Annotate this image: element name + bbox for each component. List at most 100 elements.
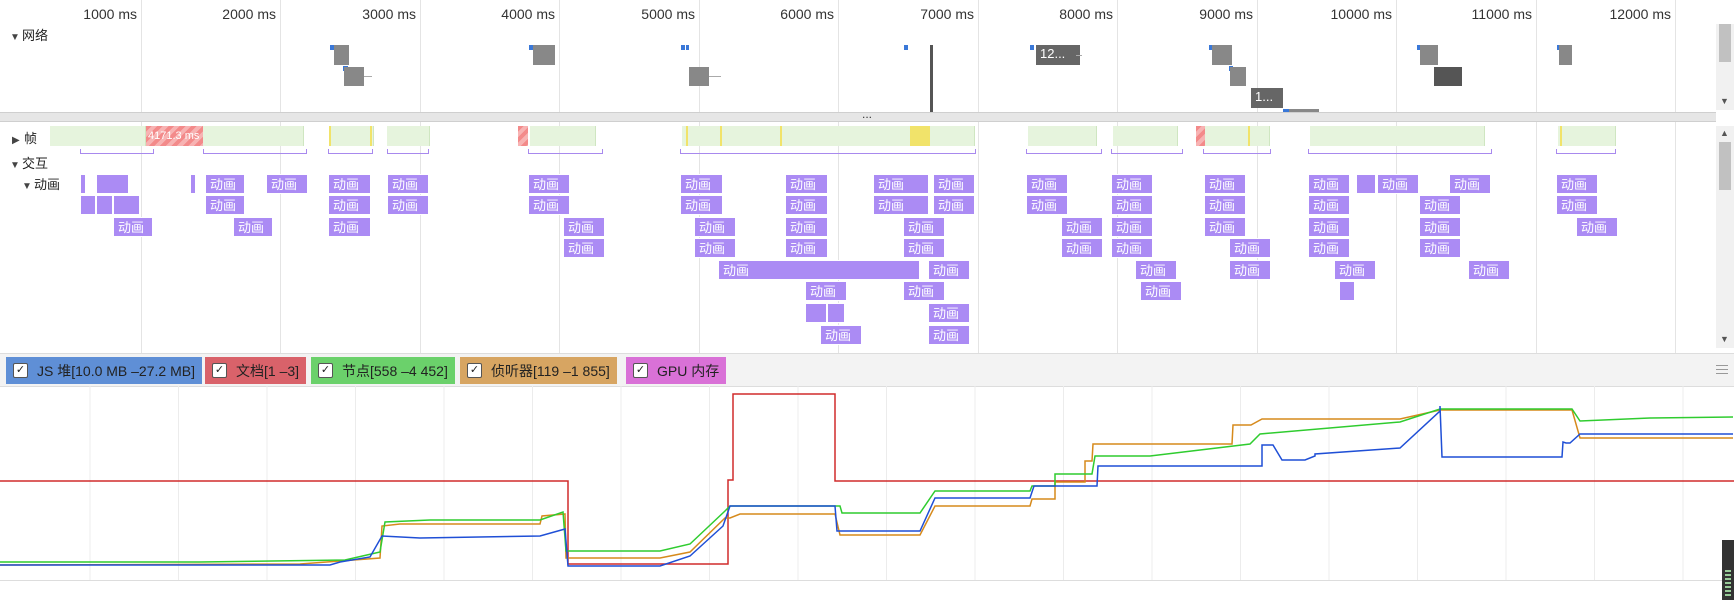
network-request[interactable] bbox=[330, 45, 334, 50]
animation-block[interactable] bbox=[96, 174, 129, 194]
animation-block[interactable]: 动画 bbox=[1449, 174, 1491, 194]
animation-block[interactable]: 动画 bbox=[1135, 260, 1177, 280]
animation-block[interactable]: 动画 bbox=[1308, 217, 1350, 237]
animation-block[interactable]: 动画 bbox=[387, 174, 429, 194]
animation-block[interactable] bbox=[80, 195, 96, 215]
animation-block[interactable]: 动画 bbox=[233, 217, 273, 237]
animation-block[interactable]: 动画 bbox=[785, 174, 828, 194]
animation-block[interactable]: 动画 bbox=[718, 260, 920, 280]
animation-block[interactable]: 动画 bbox=[205, 174, 245, 194]
animation-block[interactable]: 动画 bbox=[387, 195, 429, 215]
track-interactions[interactable]: ▼交互 bbox=[10, 156, 49, 171]
counter-documents[interactable]: ✓文档[1 –3] bbox=[205, 357, 307, 384]
scroll-down-arrow-icon[interactable]: ▼ bbox=[1720, 334, 1729, 344]
interactions-scrollbar[interactable]: ▲ ▼ bbox=[1716, 126, 1734, 348]
network-request[interactable] bbox=[1559, 45, 1572, 65]
animation-block[interactable] bbox=[1339, 281, 1355, 301]
frame-segment[interactable] bbox=[50, 126, 146, 146]
frame-segment[interactable] bbox=[1310, 126, 1485, 146]
frame-segment[interactable] bbox=[330, 126, 374, 146]
network-request[interactable] bbox=[344, 67, 364, 86]
animation-block[interactable]: 动画 bbox=[785, 217, 828, 237]
network-request[interactable] bbox=[904, 45, 908, 50]
animation-block[interactable]: 动画 bbox=[563, 217, 605, 237]
animation-block[interactable]: 动画 bbox=[1377, 174, 1419, 194]
track-frames[interactable]: ▶帧 bbox=[12, 131, 38, 146]
frame-segment[interactable] bbox=[530, 126, 596, 146]
animation-block[interactable]: 动画 bbox=[903, 217, 945, 237]
animation-block[interactable]: 动画 bbox=[1334, 260, 1376, 280]
checkbox-checked-icon[interactable]: ✓ bbox=[13, 363, 28, 378]
network-request[interactable] bbox=[1283, 109, 1289, 113]
animation-block[interactable]: 动画 bbox=[528, 174, 570, 194]
animation-block[interactable]: 动画 bbox=[873, 174, 929, 194]
animation-block[interactable]: 动画 bbox=[785, 195, 828, 215]
animation-block[interactable]: 动画 bbox=[328, 195, 371, 215]
animation-block[interactable]: 动画 bbox=[1140, 281, 1182, 301]
frame-segment[interactable] bbox=[1028, 126, 1097, 146]
menu-icon[interactable] bbox=[1716, 362, 1728, 377]
animation-block[interactable]: 动画 bbox=[1468, 260, 1510, 280]
animation-block[interactable] bbox=[96, 195, 113, 215]
animation-block[interactable]: 动画 bbox=[1556, 195, 1598, 215]
animation-block[interactable]: 动画 bbox=[1308, 174, 1350, 194]
scroll-down-arrow-icon[interactable]: ▼ bbox=[1720, 96, 1729, 106]
animation-block[interactable]: 动画 bbox=[1229, 260, 1271, 280]
animation-block[interactable]: 动画 bbox=[1111, 174, 1153, 194]
track-network[interactable]: ▼网络 bbox=[10, 28, 49, 43]
animation-block[interactable] bbox=[1356, 174, 1376, 194]
animation-block[interactable]: 动画 bbox=[805, 281, 847, 301]
animation-block[interactable]: 动画 bbox=[928, 325, 970, 345]
counter-nodes[interactable]: ✓节点[558 –4 452] bbox=[311, 357, 455, 384]
frame-long[interactable]: 4171.3 ms bbox=[146, 126, 204, 146]
splitter-grip[interactable]: ... bbox=[862, 107, 873, 121]
animation-block[interactable]: 动画 bbox=[528, 195, 570, 215]
animation-block[interactable]: 动画 bbox=[205, 195, 245, 215]
interactions-scroll-thumb[interactable] bbox=[1719, 142, 1731, 190]
network-request[interactable] bbox=[930, 45, 933, 113]
track-animations[interactable]: ▼动画 bbox=[22, 177, 61, 192]
frame-segment[interactable] bbox=[1113, 126, 1178, 146]
animation-block[interactable]: 动画 bbox=[1419, 195, 1461, 215]
frame-segment[interactable] bbox=[387, 126, 430, 146]
counter-gpu-memory[interactable]: ✓GPU 内存 bbox=[626, 357, 727, 384]
frame-segment[interactable] bbox=[1558, 126, 1616, 146]
network-request[interactable] bbox=[681, 45, 685, 50]
animation-block[interactable]: 动画 bbox=[1026, 174, 1068, 194]
animation-block[interactable]: 动画 bbox=[933, 195, 975, 215]
counter-js-heap[interactable]: ✓JS 堆[10.0 MB –27.2 MB] bbox=[6, 357, 202, 384]
frame-long[interactable] bbox=[518, 126, 528, 146]
network-scrollbar[interactable]: ▼ bbox=[1716, 24, 1734, 110]
animation-block[interactable]: 动画 bbox=[1204, 195, 1246, 215]
animation-block[interactable]: 动画 bbox=[1061, 217, 1103, 237]
animation-block[interactable]: 动画 bbox=[680, 195, 723, 215]
animation-block[interactable]: 动画 bbox=[1026, 195, 1068, 215]
scroll-up-arrow-icon[interactable]: ▲ bbox=[1720, 128, 1729, 138]
animation-block[interactable]: 动画 bbox=[903, 238, 945, 258]
animation-block[interactable]: 动画 bbox=[1556, 174, 1598, 194]
animation-block[interactable]: 动画 bbox=[1229, 238, 1271, 258]
animation-block[interactable]: 动画 bbox=[1308, 195, 1350, 215]
animation-block[interactable]: 动画 bbox=[1111, 195, 1153, 215]
checkbox-checked-icon[interactable]: ✓ bbox=[318, 363, 333, 378]
checkbox-checked-icon[interactable]: ✓ bbox=[212, 363, 227, 378]
track-splitter[interactable]: ... bbox=[0, 107, 1716, 122]
animation-block[interactable]: 动画 bbox=[928, 303, 970, 323]
animation-block[interactable]: 动画 bbox=[1576, 217, 1618, 237]
animation-block[interactable] bbox=[805, 303, 827, 323]
animation-block[interactable] bbox=[827, 303, 845, 323]
animation-block[interactable]: 动画 bbox=[1419, 238, 1461, 258]
animation-block[interactable]: 动画 bbox=[680, 174, 723, 194]
network-request-12[interactable]: 12... bbox=[1036, 45, 1080, 65]
animation-block[interactable]: 动画 bbox=[928, 260, 970, 280]
network-request[interactable] bbox=[686, 45, 689, 50]
network-scroll-thumb[interactable] bbox=[1719, 24, 1731, 62]
animation-block[interactable]: 动画 bbox=[694, 217, 736, 237]
animation-block[interactable]: 动画 bbox=[1419, 217, 1461, 237]
animation-block[interactable]: 动画 bbox=[1308, 238, 1350, 258]
network-request[interactable] bbox=[1289, 109, 1319, 113]
animation-block[interactable]: 动画 bbox=[873, 195, 929, 215]
animation-block[interactable]: 动画 bbox=[113, 217, 153, 237]
animation-block[interactable]: 动画 bbox=[1111, 238, 1153, 258]
network-request[interactable] bbox=[1209, 45, 1214, 50]
